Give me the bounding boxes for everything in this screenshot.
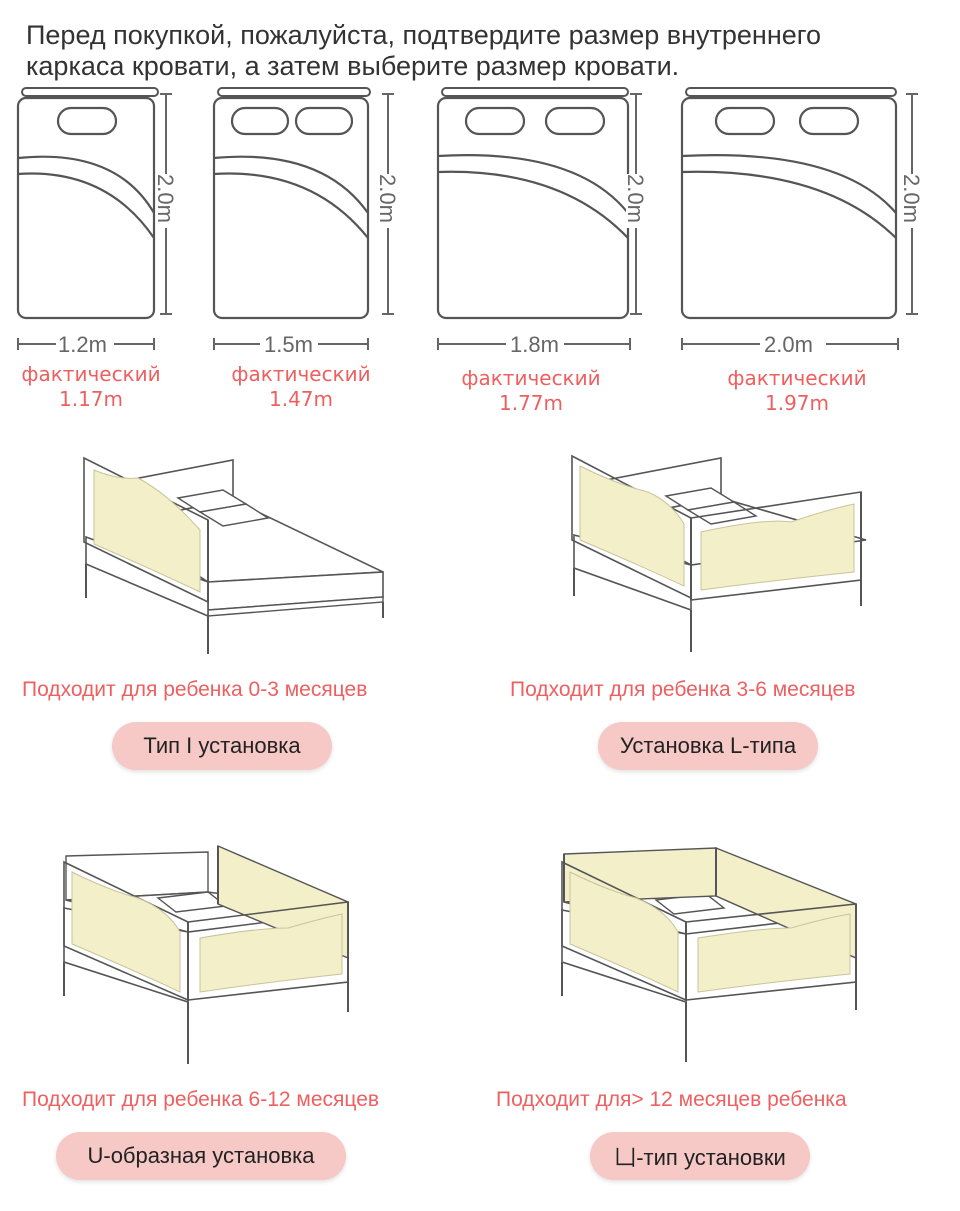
- suitable-age-text: Подходит для ребенка 3-6 месяцев: [510, 678, 856, 701]
- install-type-badge: 凵-тип установки: [590, 1132, 810, 1180]
- width-label: 1.2m: [58, 332, 107, 357]
- bed-diagram-4: 2.0m 2.0m: [680, 87, 940, 358]
- length-label: 2.0m: [375, 174, 400, 223]
- length-label: 2.0m: [153, 174, 178, 223]
- pillow-icon: [544, 106, 606, 136]
- bed-rail-l-type-illustration: [566, 440, 886, 660]
- length-label: 2.0m: [623, 174, 648, 223]
- actual-size-2: фактический 1.47m: [231, 362, 371, 411]
- actual-size-3: фактический 1.77m: [461, 366, 601, 415]
- pillow-icon: [56, 106, 118, 136]
- pillow-icon: [798, 106, 860, 136]
- bed-rail-full-enclosure-illustration: [556, 840, 876, 1070]
- install-type-badge: Тип I установка: [112, 722, 332, 770]
- width-label: 1.5m: [264, 332, 313, 357]
- bed-diagram-3: 2.0m 1.8m: [436, 87, 666, 358]
- intro-line-1: Перед покупкой, пожалуйста, подтвердите …: [26, 20, 822, 50]
- pillow-icon: [230, 106, 290, 136]
- pillow-icon: [294, 106, 354, 136]
- install-type-badge: Установка L-типа: [598, 722, 818, 770]
- bed-diagram-2: 2.0m 1.5m: [212, 87, 412, 358]
- width-label: 1.8m: [510, 332, 559, 357]
- actual-size-4: фактический 1.97m: [727, 366, 867, 415]
- bed-rail-u-type-illustration: [58, 842, 368, 1072]
- bed-diagram-1: 2.0m 1.2m: [16, 87, 186, 358]
- actual-size-1: фактический 1.17m: [21, 362, 161, 411]
- install-type-badge: U-образная установка: [56, 1132, 346, 1180]
- suitable-age-text: Подходит для ребенка 0-3 месяцев: [22, 678, 368, 701]
- bed-rail-i-type-illustration: [78, 442, 398, 662]
- suitable-age-text: Подходит для> 12 месяцев ребенка: [496, 1088, 847, 1111]
- suitable-age-text: Подходит для ребенка 6-12 месяцев: [22, 1088, 380, 1111]
- width-label: 2.0m: [764, 332, 813, 357]
- pillow-icon: [714, 106, 776, 136]
- intro-text: Перед покупкой, пожалуйста, подтвердите …: [26, 20, 946, 82]
- intro-line-2: каркаса кровати, а затем выберите размер…: [26, 51, 680, 81]
- pillow-icon: [464, 106, 526, 136]
- length-label: 2.0m: [899, 174, 924, 223]
